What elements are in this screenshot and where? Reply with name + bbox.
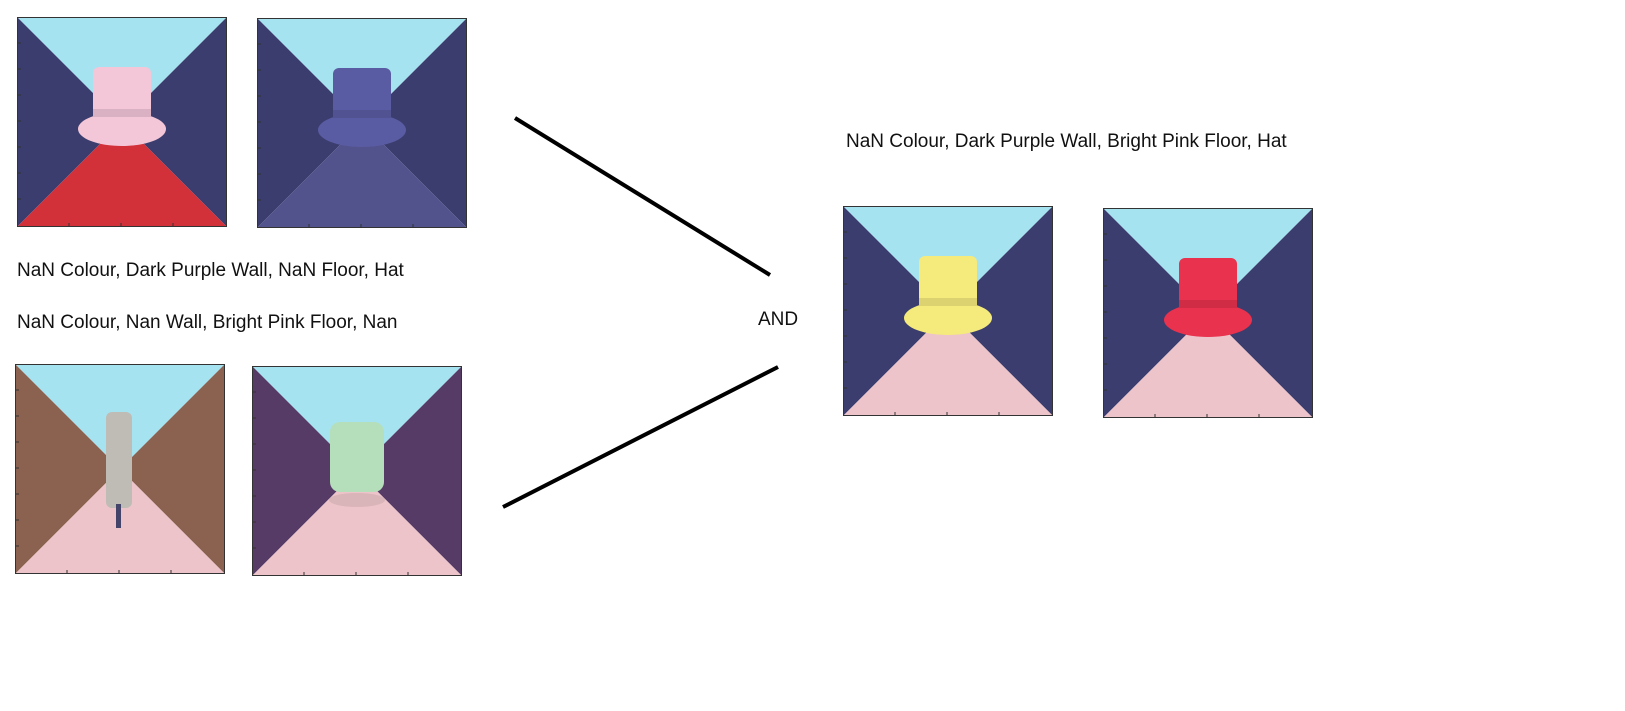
panel-frame [1103,208,1313,418]
hat-object [78,67,166,146]
bottom-left-panel-1 [15,364,225,574]
floor-region [252,471,462,576]
ceiling-region [252,366,462,471]
left-wall-region [17,17,122,227]
pillar-object [106,412,132,528]
left-wall-region [257,18,362,228]
top-left-caption: NaN Colour, Dark Purple Wall, NaN Floor,… [17,260,404,281]
top-left-panel-1 [17,17,227,227]
left-wall-region [15,364,120,574]
hat-object [904,256,992,335]
bottom-left-caption: NaN Colour, Nan Wall, Bright Pink Floor,… [17,312,398,333]
hat-object [1164,258,1252,337]
hat-object [318,68,406,147]
connector-line-bottom [502,365,779,509]
floor-region [17,122,227,227]
floor-region [843,311,1053,416]
connector-line-top [513,116,772,277]
result-panel-1 [843,206,1053,416]
left-wall-region [252,366,357,576]
floor-region [1103,313,1313,418]
right-wall-region [362,18,467,228]
panel-frame [252,366,462,576]
left-wall-region [1103,208,1208,418]
right-wall-region [122,17,227,227]
panel-frame [257,18,467,228]
panel-frame [843,206,1053,416]
result-caption: NaN Colour, Dark Purple Wall, Bright Pin… [846,131,1287,152]
left-wall-region [843,206,948,416]
right-wall-region [1208,208,1313,418]
panel-frame [15,364,225,574]
panel-frame [17,17,227,227]
right-wall-region [357,366,462,576]
block-object [329,422,385,507]
and-operator-label: AND [758,309,799,330]
result-panel-2 [1103,208,1313,418]
floor-region [257,123,467,228]
right-wall-region [120,364,225,574]
top-left-panel-2 [257,18,467,228]
right-wall-region [948,206,1053,416]
bottom-left-panel-2 [252,366,462,576]
